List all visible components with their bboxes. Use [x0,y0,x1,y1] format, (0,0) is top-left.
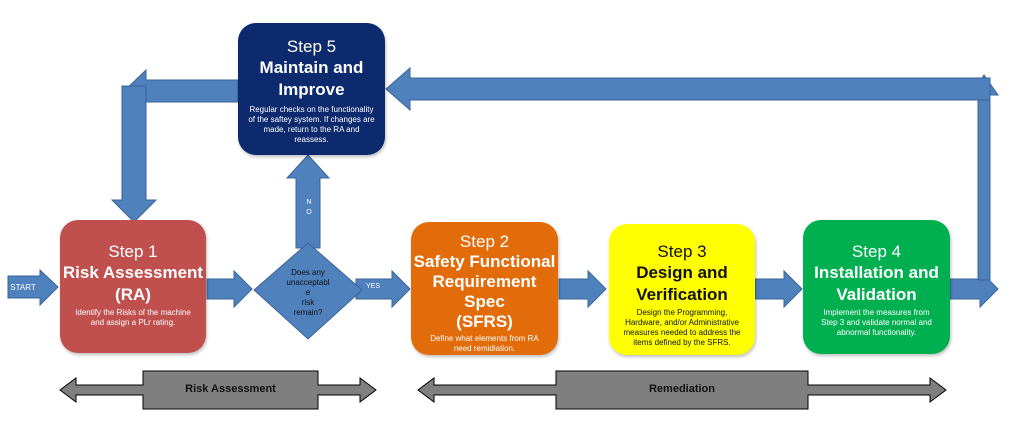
step5-box: Step 5 Maintain and Improve Regular chec… [238,23,385,155]
decision-line-5: remain? [293,308,323,317]
return-riser [977,91,991,281]
step2-heading-4: (SFRS) [456,312,513,331]
step3-desc-2: Hardware, and/or Administrative [625,318,739,327]
step3-heading-1: Design and [636,263,728,282]
decision-text: Does any unacceptabl e risk remain? [270,268,346,318]
step1-heading-1: Risk Assessment [62,263,204,282]
step2-heading-3: Spec [464,292,505,311]
step1-box: Step 1 Risk Assessment (RA) Identify the… [60,220,206,353]
step5-title: Step 5 [286,37,337,56]
step4-title: Step 4 [851,242,902,261]
step1-desc-1: Identify the Risks of the machine [75,308,191,317]
step5-desc-3: made, return to the RA and [263,125,360,134]
no-label: N O [306,199,312,216]
step4-heading-2: Validation [836,285,917,304]
step3-title: Step 3 [657,242,707,261]
risk-assessment-phase-label: Risk Assessment [185,383,276,395]
step4-desc-3: abnormal functionality. [836,328,917,337]
step5-heading-2: Improve [278,80,345,99]
step3-box: Step 3 Design and Verification Design th… [609,224,755,355]
step2-box: Step 2 Safety Functional Requirement Spe… [411,222,558,355]
decision-line-3: e [305,288,311,297]
arrow-left-down-to-step1 [110,85,158,223]
step2-heading-1: Safety Functional [413,252,556,271]
remediation-bar [417,370,947,410]
decision-line-1: Does any [291,268,325,277]
step3-desc-4: items defined by the SFRS. [633,338,731,347]
step1-heading-2: (RA) [115,285,151,304]
step3-desc-1: Design the Programming, [636,308,728,317]
arrow-decision-to-step2 [355,269,411,309]
yes-label: YES [365,283,380,290]
start-arrow [7,268,59,307]
arrow-decision-to-step5 [285,154,331,249]
step1-desc-2: and assign a PLr rating. [90,318,176,327]
step2-heading-2: Requirement [432,272,537,291]
decision-line-4: risk [301,298,315,307]
step4-desc-2: Step 3 and validate normal and [821,318,932,327]
arrow-step3-to-step4 [754,269,803,309]
decision-line-2: unacceptabl [286,278,330,287]
step4-box: Step 4 Installation and Validation Imple… [803,220,950,354]
risk-assessment-bar [59,370,377,410]
step3-desc-3: measures needed to address the [623,328,741,337]
remediation-phase-label: Remediation [648,383,715,395]
step5-desc-2: of the saftey system. If changes are [248,115,375,124]
return-arrow-to-step5 [385,66,991,112]
decision-diamond [253,242,363,340]
step5-heading-1: Maintain and [259,58,364,77]
step4-desc-1: Implement the measures from [823,308,930,317]
step4-heading-1: Installation and [814,263,939,282]
step5-desc-4: reassess. [294,135,329,144]
step2-desc-2: need remidiation. [453,344,516,353]
step2-desc-1: Define what elements from RA [430,334,539,343]
step2-title: Step 2 [459,232,510,251]
arrow-step4-out [949,269,999,309]
step5-desc-1: Regular checks on the functionality [249,105,374,114]
step1-title: Step 1 [108,242,158,261]
start-label: START [10,283,36,292]
arrow-step2-to-step3 [558,269,607,309]
step3-heading-2: Verification [636,285,728,304]
arrow-step1-to-decision [206,269,253,309]
